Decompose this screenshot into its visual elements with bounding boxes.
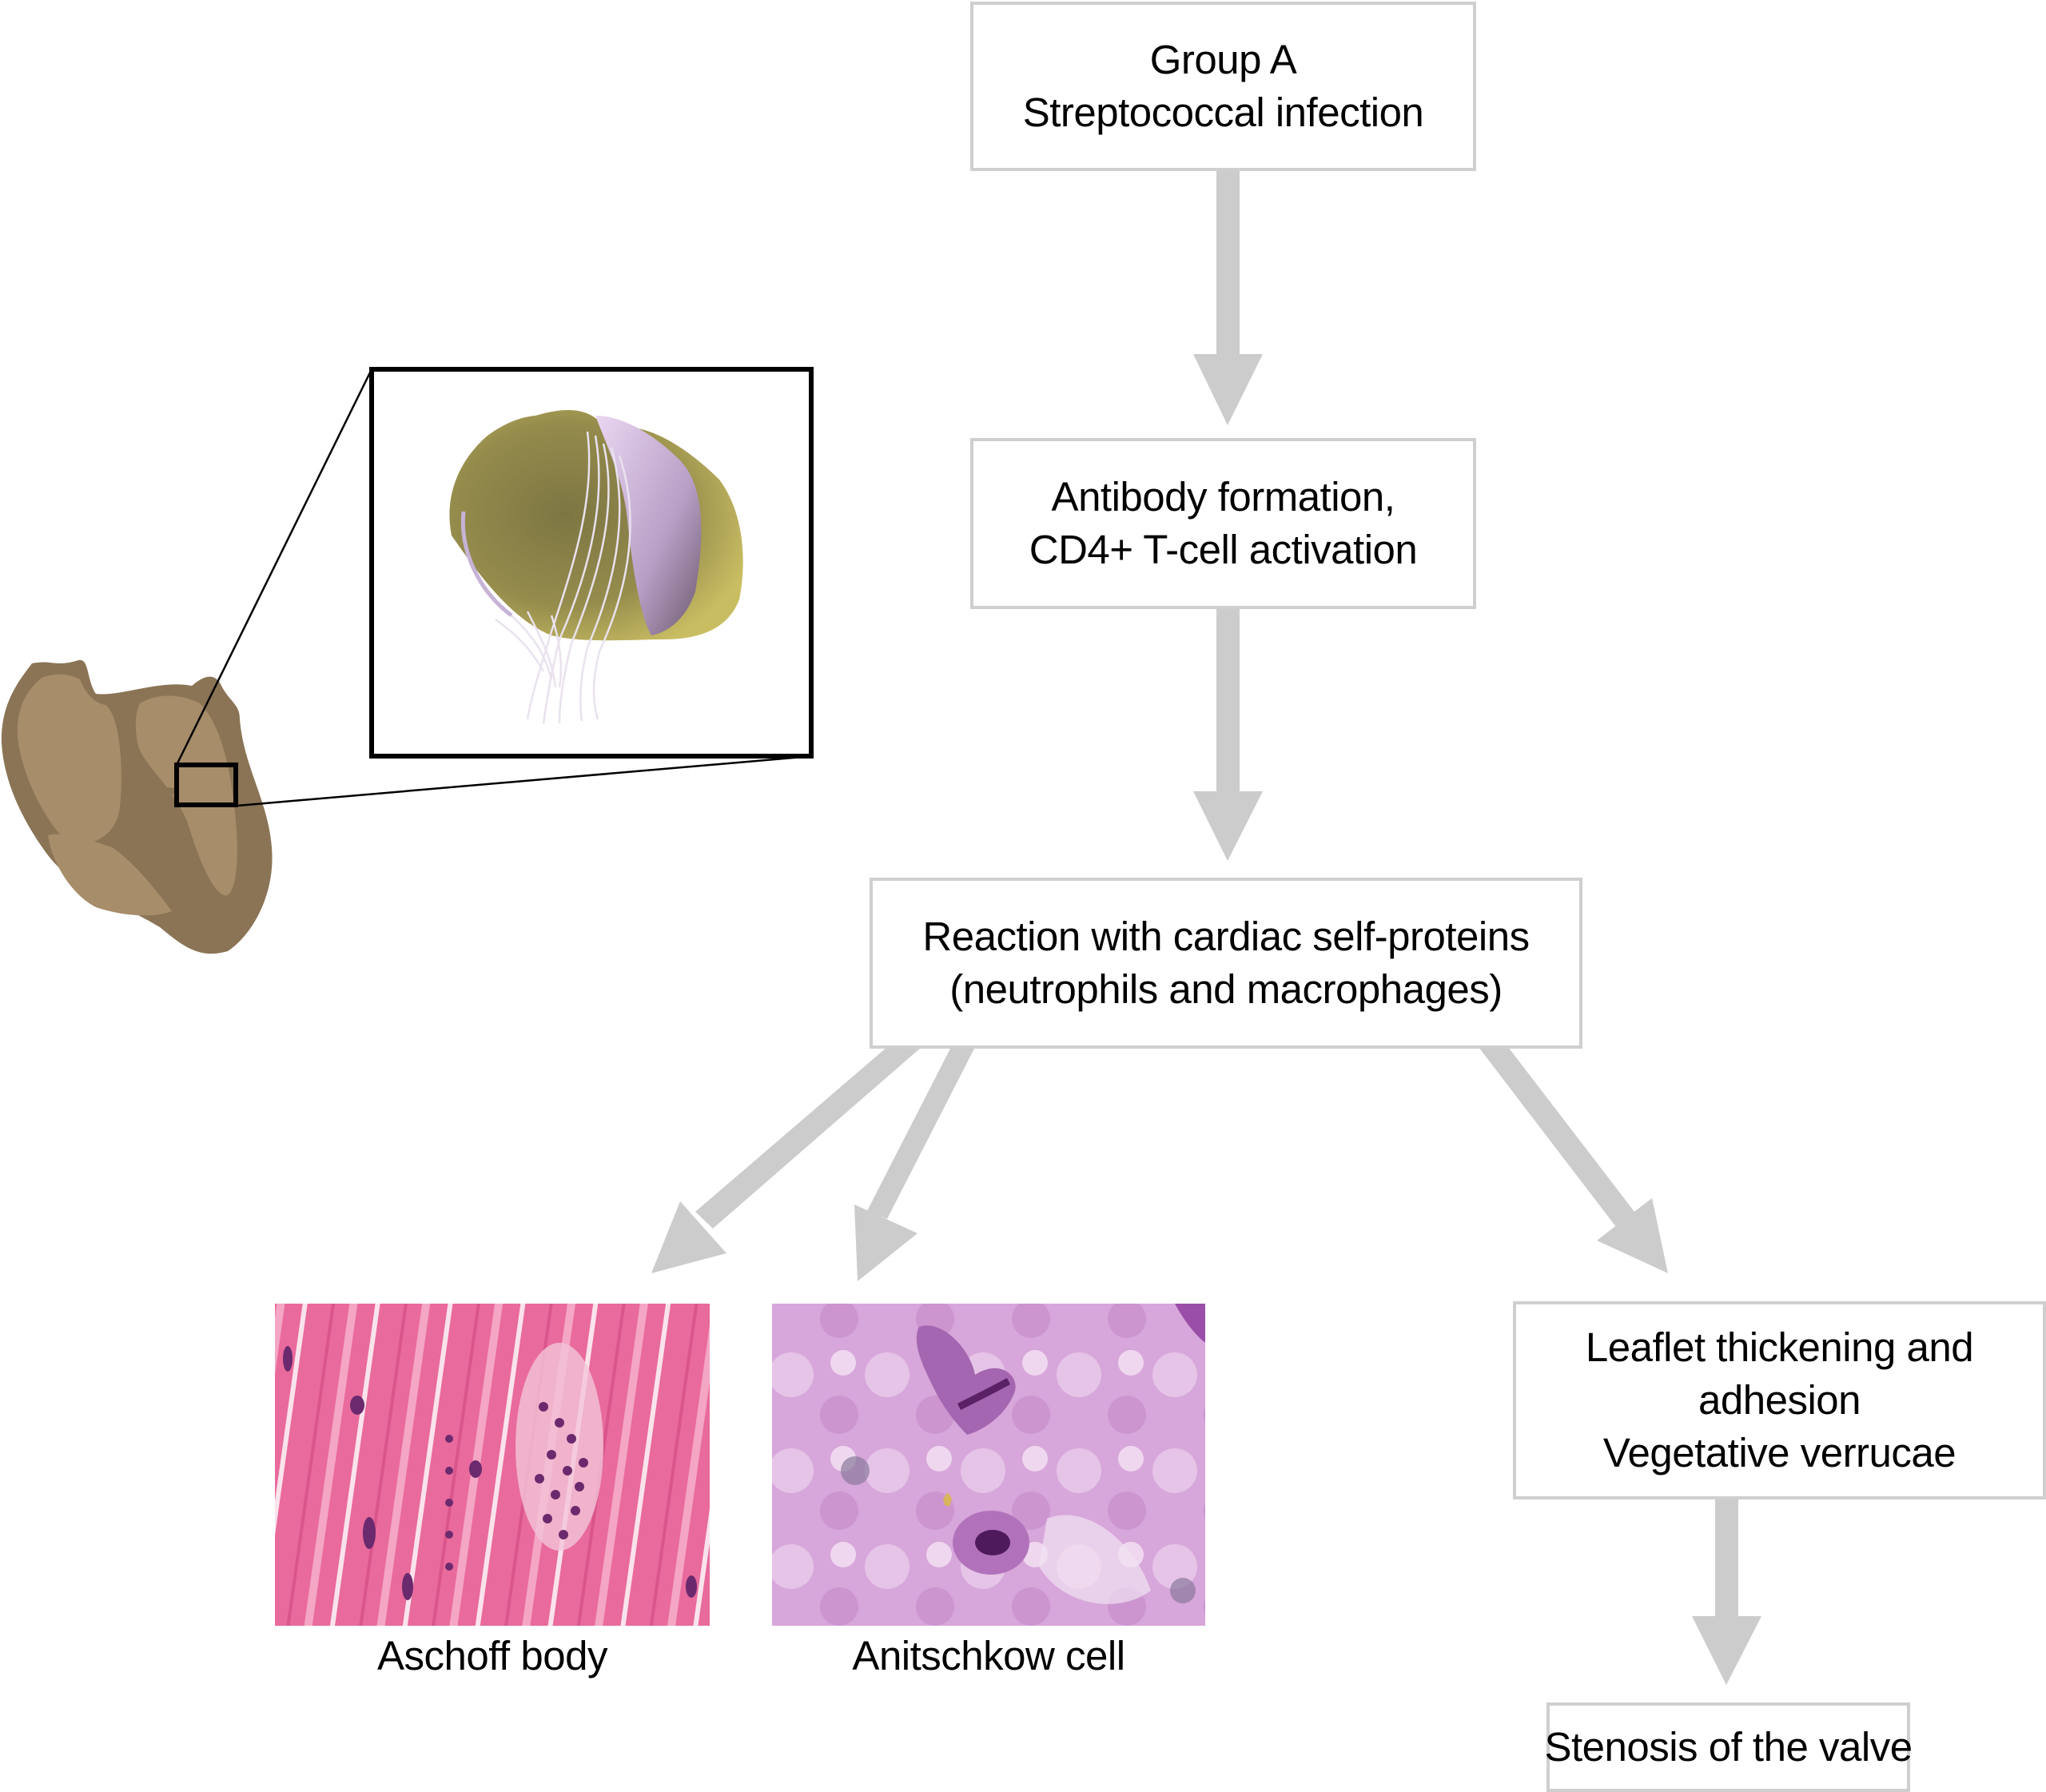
caption-aschoff-body: Aschoff body: [377, 1633, 607, 1679]
arrow-strep-to-antibody: [1193, 169, 1263, 425]
node-text-line: (neutrophils and macrophages): [949, 966, 1503, 1012]
node-text-line: Leaflet thickening and: [1585, 1324, 1974, 1370]
aschoff-body-image: [275, 1304, 710, 1626]
node-text-line: adhesion: [1698, 1377, 1861, 1423]
heart-selection-box: [174, 763, 238, 807]
node-text-line: Reaction with cardiac self-proteins: [922, 914, 1530, 959]
arrow-reaction-to-aschoff: [651, 1047, 921, 1273]
callout-line-bottom: [237, 755, 813, 807]
node-text-line: Antibody formation,: [1051, 474, 1395, 520]
node-cardiac-reaction: Reaction with cardiac self-proteins (neu…: [870, 878, 1582, 1049]
node-text-line: Vegetative verrucae: [1602, 1430, 1956, 1475]
arrow-reaction-to-anitschkow: [854, 1047, 975, 1281]
node-text-line: Streptococcal infection: [1022, 90, 1424, 135]
arrow-reaction-to-leaflet: [1479, 1047, 1668, 1273]
node-text-line: Group A: [1149, 37, 1297, 82]
node-antibody-formation: Antibody formation, CD4+ T-cell activati…: [970, 438, 1476, 609]
heart-illustration: [1, 659, 273, 954]
node-text-line: Stenosis of the valve: [1544, 1724, 1913, 1770]
callout-line-top: [176, 368, 373, 764]
arrow-leaflet-to-stenosis: [1692, 1498, 1761, 1685]
anitschkow-cell-image: [772, 1304, 1205, 1626]
node-text-line: CD4+ T-cell activation: [1029, 527, 1418, 572]
node-strep-infection: Group A Streptococcal infection: [970, 2, 1476, 171]
arrow-antibody-to-reaction: [1193, 607, 1263, 861]
node-valve-stenosis: Stenosis of the valve: [1544, 1702, 1913, 1792]
node-leaflet-thickening: Leaflet thickening and adhesion Vegetati…: [1513, 1301, 2046, 1499]
caption-anitschkow-cell: Anitschkow cell: [852, 1633, 1125, 1679]
mitral-valve-image: [449, 409, 743, 724]
